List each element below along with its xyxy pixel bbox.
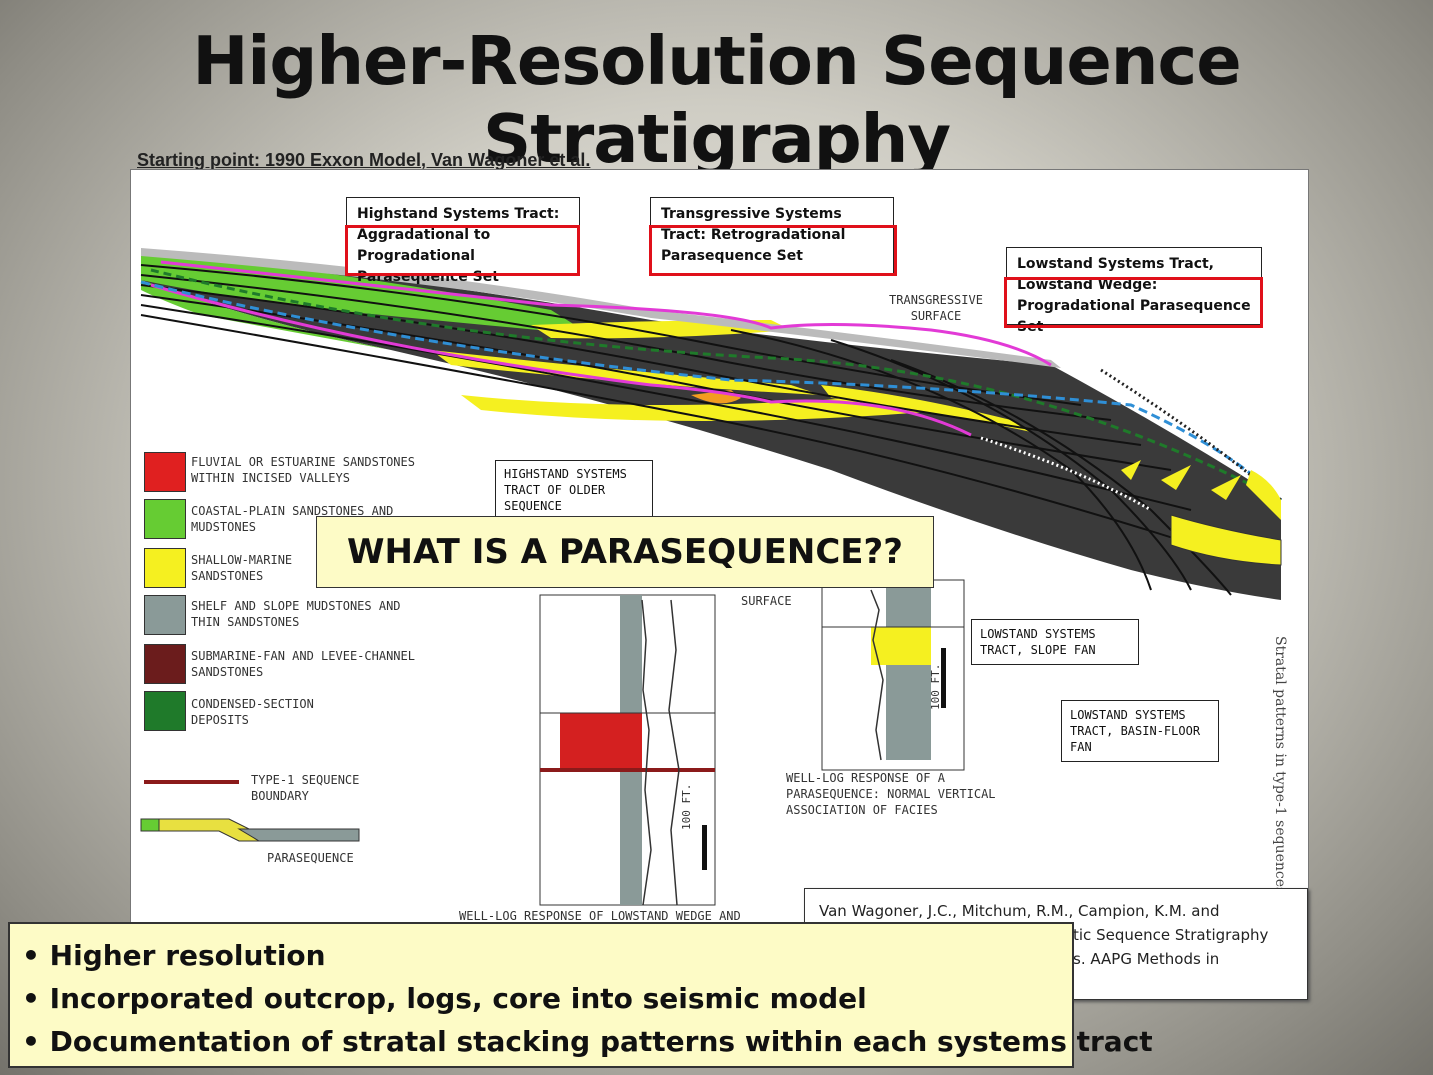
magenta-boundary-lower <box>150 283 972 437</box>
bullet-item: • Documentation of stratal stacking patt… <box>22 1025 1153 1058</box>
callout-highstand: Highstand Systems Tract: Aggradational t… <box>346 197 580 285</box>
bullet-text-3: Documentation of stratal stacking patter… <box>49 1025 1153 1058</box>
label-lowstand-slope-fan: LOWSTAND SYSTEMS TRACT, SLOPE FAN <box>971 619 1139 665</box>
highlight-box-highstand <box>345 225 580 276</box>
slide-title: Higher-Resolution Sequence Stratigraphy <box>192 22 1241 178</box>
legend-label-condensed: Condensed-section deposits <box>191 697 314 727</box>
log-curve-c <box>870 589 884 761</box>
legend-parasequence-symbol <box>140 818 360 842</box>
slope-fan-wedges <box>1121 460 1241 500</box>
callout-lowstand: Lowstand Systems Tract, Lowstand Wedge: … <box>1006 247 1262 335</box>
scale-bar-a <box>702 825 707 870</box>
label-welllog-parasequence: WELL-LOG RESPONSE OF A PARASEQUENCE: NOR… <box>786 771 996 817</box>
legend-swatch-shelf-slope <box>144 595 186 635</box>
label-surface: SURFACE <box>741 594 792 608</box>
log-curve-b <box>668 599 680 906</box>
label-lowstand-basin-floor: LOWSTAND SYSTEMS TRACT, BASIN-FLOOR FAN <box>1061 700 1219 762</box>
legend-label-coastal-plain: Coastal-plain sandstones and mudstones <box>191 504 394 534</box>
log-curve-a <box>641 599 652 906</box>
subtitle: Starting point: 1990 Exxon Model, Van Wa… <box>137 150 591 170</box>
scale-label-b: 100 FT. <box>929 663 942 710</box>
highlight-box-transgressive <box>649 225 897 276</box>
legend-label-parasequence: Parasequence <box>267 851 354 865</box>
basin-floor-fan <box>1170 514 1282 566</box>
bullet-text-2: Incorporated outcrop, logs, core into se… <box>49 982 867 1015</box>
highlight-box-lowstand <box>1004 277 1263 328</box>
white-dotted-slope <box>980 436 1152 512</box>
stratigraphy-figure: Fluvial or estuarine sandstones within i… <box>130 169 1309 971</box>
vertical-caption: Stratal patterns in type-1 sequences <box>1272 636 1288 895</box>
legend-swatch-coastal-plain <box>144 499 186 539</box>
bullet-text-1: Higher resolution <box>49 939 326 972</box>
label-highstand-older: HIGHSTAND SYSTEMS TRACT OF OLDER SEQUENC… <box>495 460 653 520</box>
blue-dashed-surface <box>140 280 1283 502</box>
magenta-boundary-upper <box>160 260 1052 367</box>
black-dotted-slope <box>1100 368 1282 502</box>
legend-swatch-condensed <box>144 691 186 731</box>
legend-swatch-sequence-boundary <box>144 780 239 784</box>
citation-line-1: Van Wagoner, J.C., Mitchum, R.M., Campio… <box>819 902 1220 920</box>
cross-section-diagram <box>140 248 1283 906</box>
bullet-item: • Higher resolution <box>22 939 326 972</box>
callout-transgressive: Transgressive Systems Tract: Retrogradat… <box>650 197 894 275</box>
log-incised-sandstone <box>560 713 642 771</box>
legend-swatch-fluvial <box>144 452 186 492</box>
log-shallow-marine-sand <box>871 627 931 665</box>
parasequence-question: WHAT IS A PARASEQUENCE?? <box>316 516 934 588</box>
legend-label-sequence-boundary: Type-1 sequence boundary <box>251 773 360 803</box>
legend-swatch-shallow-marine <box>144 548 186 588</box>
citation-line-2: tic Sequence Stratigraphy <box>1073 926 1269 944</box>
slope-fan-lobe <box>1246 470 1281 520</box>
label-welllog-lowstand: WELL-LOG RESPONSE OF LOWSTAND WEDGE AND <box>459 909 741 923</box>
legend-label-submarine-fan: Submarine-fan and levee-channel sandston… <box>191 649 415 679</box>
legend-label-shelf-slope: Shelf and slope mudstones and thin sands… <box>191 599 401 629</box>
bullet-list: • Higher resolution • Incorporated outcr… <box>8 922 1153 1068</box>
legend-label-fluvial: Fluvial or estuarine sandstones within i… <box>191 455 415 485</box>
legend-swatch-submarine-fan <box>144 644 186 684</box>
label-transgressive-surface: TRANSGRESSIVE SURFACE <box>889 293 983 323</box>
green-dashed-surface <box>150 268 1282 502</box>
bullet-item: • Incorporated outcrop, logs, core into … <box>22 982 867 1015</box>
legend-label-shallow-marine: Shallow-marine sandstones <box>191 553 293 583</box>
scale-label-a: 100 FT. <box>680 783 693 830</box>
citation-line-3: s. AAPG Methods in <box>1073 950 1220 968</box>
scale-bar-b <box>941 648 946 708</box>
